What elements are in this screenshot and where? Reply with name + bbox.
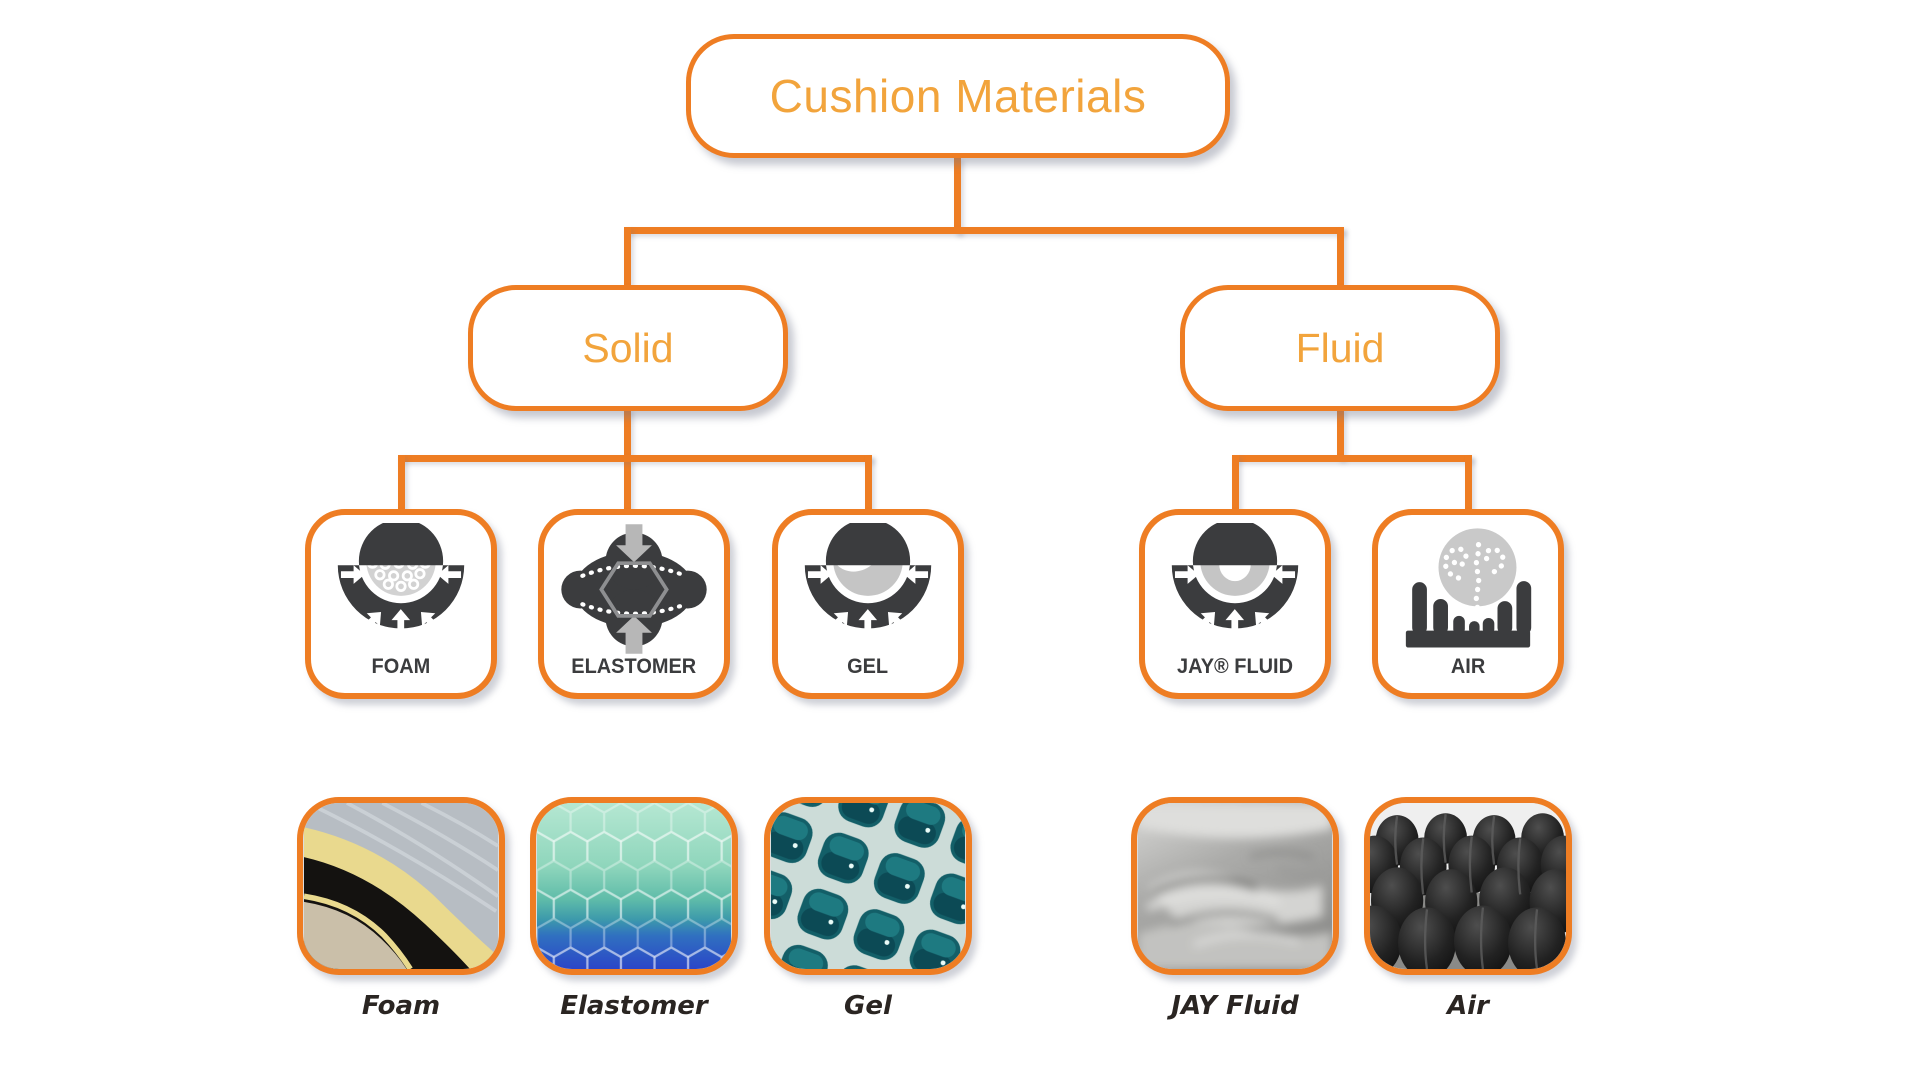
air-photo-image [1370, 803, 1566, 969]
elastomer-photo [530, 797, 738, 975]
card-jay-fluid-label: JAY® FLUID [1177, 655, 1293, 678]
caption-gel: Gel [844, 991, 892, 1021]
connector-air-drop [1465, 455, 1472, 513]
connector-foam-drop [398, 455, 405, 513]
elastomer-compression-icon [561, 524, 707, 654]
air-photo [1364, 797, 1572, 975]
elastomer-photo-image [537, 803, 731, 969]
node-solid-label: Solid [582, 324, 674, 371]
caption-jay-fluid: JAY Fluid [1171, 991, 1299, 1021]
card-gel: GEL [772, 509, 964, 699]
jay-fluid-photo-image [1138, 803, 1332, 969]
connector-root-stem [954, 157, 961, 234]
gel-pressure-icon [804, 523, 932, 655]
connector-solid-bar [398, 455, 872, 462]
node-cushion-materials-label: Cushion Materials [769, 70, 1147, 122]
caption-air: Air [1447, 991, 1489, 1021]
gel-photo [764, 797, 972, 975]
connector-fluid-stem [1337, 408, 1344, 460]
caption-foam: Foam [361, 991, 441, 1021]
card-air: AIR [1372, 509, 1564, 699]
air-cells-icon [1405, 528, 1532, 648]
connector-gel-drop [865, 455, 872, 513]
node-cushion-materials: Cushion Materials [686, 34, 1230, 158]
jay-fluid-photo [1131, 797, 1339, 975]
connector-jay-drop [1232, 455, 1239, 513]
card-air-label: AIR [1450, 655, 1486, 678]
caption-elastomer: Elastomer [560, 991, 708, 1021]
card-foam: FOAM [305, 509, 497, 699]
connector-solid-drop [624, 227, 631, 289]
connector-fluid-drop [1337, 227, 1344, 289]
node-fluid: Fluid [1180, 285, 1500, 411]
card-elastomer: ELASTOMER [538, 509, 730, 699]
connector-fluid-bar [1232, 455, 1472, 462]
jay-fluid-droplet-icon [1171, 523, 1299, 655]
foam-pressure-icon [337, 523, 465, 655]
card-elastomer-label: ELASTOMER [571, 655, 697, 678]
card-jay-fluid: JAY® FLUID [1139, 509, 1331, 699]
node-fluid-label: Fluid [1295, 324, 1385, 371]
connector-level1-bar [624, 227, 1344, 234]
node-solid: Solid [468, 285, 788, 411]
foam-photo-image [303, 803, 499, 969]
card-foam-label: FOAM [371, 655, 431, 678]
foam-photo [297, 797, 505, 975]
card-gel-label: GEL [847, 655, 889, 678]
gel-photo-image [771, 803, 965, 969]
